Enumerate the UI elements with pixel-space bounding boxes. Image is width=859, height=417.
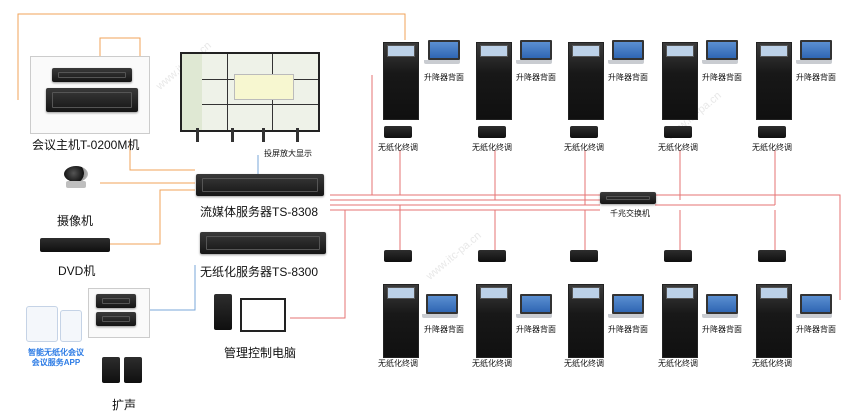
- lifter-back-label: 升降器背面: [796, 325, 836, 334]
- red-right-trunk: [655, 194, 841, 300]
- conference-host-unit-2[interactable]: [46, 88, 138, 112]
- terminal-label: 无纸化终调: [564, 143, 604, 152]
- red-pc-line: [290, 210, 346, 319]
- lifter-back-screen-icon: [706, 40, 738, 60]
- control-pc-tower[interactable]: [214, 294, 232, 330]
- projection-label: 投屏放大显示: [264, 149, 312, 158]
- lift-screen[interactable]: [383, 284, 419, 358]
- paperless-server-unit[interactable]: [200, 232, 326, 254]
- control-pc-monitor[interactable]: [240, 298, 286, 332]
- lifter-back-base: [608, 60, 644, 64]
- paperless-terminal-box[interactable]: [570, 250, 598, 262]
- lift-screen[interactable]: [756, 284, 792, 358]
- lifter-back-label: 升降器背面: [424, 325, 464, 334]
- paperless-terminal-box[interactable]: [384, 126, 412, 138]
- streaming-server-label: 流媒体服务器TS-8308: [200, 205, 319, 219]
- camera-label: 摄像机: [57, 214, 94, 228]
- lift-screen[interactable]: [662, 284, 698, 358]
- blue-app-line: [150, 265, 196, 311]
- lifter-back-screen-icon: [520, 40, 552, 60]
- paperless-terminal-box[interactable]: [570, 126, 598, 138]
- terminal-label: 无纸化终调: [472, 143, 512, 152]
- speaker-label: 扩声: [112, 398, 137, 412]
- streaming-server-unit[interactable]: [196, 174, 324, 196]
- lifter-back-label: 升降器背面: [608, 325, 648, 334]
- phone-app-icon-2[interactable]: [60, 310, 82, 342]
- conference-host-unit[interactable]: [52, 68, 132, 82]
- paperless-terminal-box[interactable]: [758, 126, 786, 138]
- lifter-back-screen-icon: [612, 294, 644, 314]
- lifter-back-screen-icon: [520, 294, 552, 314]
- lifter-back-base: [608, 314, 644, 318]
- control-pc-label: 管理控制电脑: [224, 346, 297, 360]
- audio-amplifier[interactable]: [96, 312, 136, 326]
- terminal-label: 无纸化终调: [472, 359, 512, 368]
- lifter-back-base: [702, 314, 738, 318]
- paperless-terminal-box[interactable]: [758, 250, 786, 262]
- terminal-label: 无纸化终调: [378, 143, 418, 152]
- lift-screen[interactable]: [568, 284, 604, 358]
- lifter-back-label: 升降器背面: [796, 73, 836, 82]
- lifter-back-screen-icon: [426, 294, 458, 314]
- phone-app-icon[interactable]: [26, 306, 58, 342]
- top-terminal-drops: [399, 150, 776, 205]
- lifter-back-screen-icon: [800, 40, 832, 60]
- lift-screen[interactable]: [756, 42, 792, 120]
- paperless-terminal-box[interactable]: [478, 250, 506, 262]
- host-to-server-line: [129, 140, 195, 171]
- audio-mixer[interactable]: [96, 294, 136, 308]
- lifter-back-label: 升降器背面: [424, 73, 464, 82]
- orange-control-loop: [17, 13, 406, 100]
- paperless-terminal-box[interactable]: [384, 250, 412, 262]
- gigabit-switch[interactable]: [600, 192, 656, 204]
- lifter-back-base: [516, 314, 552, 318]
- lifter-back-screen-icon: [428, 40, 460, 60]
- dvd-player-icon[interactable]: [40, 238, 110, 252]
- lifter-back-label: 升降器背面: [608, 73, 648, 82]
- lifter-back-base: [516, 60, 552, 64]
- lifter-back-base: [796, 314, 832, 318]
- lift-screen[interactable]: [383, 42, 419, 120]
- speaker-right-icon[interactable]: [124, 357, 142, 383]
- lifter-back-screen-icon: [800, 294, 832, 314]
- lifter-back-screen-icon: [706, 294, 738, 314]
- lift-screen[interactable]: [476, 284, 512, 358]
- terminal-label: 无纸化终调: [378, 359, 418, 368]
- conference-host-label: 会议主机T-0200M机: [32, 138, 140, 152]
- paperless-server-label: 无纸化服务器TS-8300: [200, 265, 319, 279]
- speaker-left-icon[interactable]: [102, 357, 120, 383]
- lifter-back-label: 升降器背面: [702, 73, 742, 82]
- dvd-line: [110, 189, 195, 245]
- dvd-label: DVD机: [58, 264, 96, 278]
- paperless-terminal-box[interactable]: [664, 126, 692, 138]
- lifter-back-screen-icon: [612, 40, 644, 60]
- app-label: 智能无纸化会议 会议服务APP: [18, 348, 94, 368]
- terminal-label: 无纸化终调: [658, 143, 698, 152]
- video-wall-stand: [186, 128, 310, 144]
- lifter-back-base: [424, 60, 460, 64]
- lifter-back-label: 升降器背面: [516, 325, 556, 334]
- orange-host-link: [99, 37, 141, 70]
- lift-screen[interactable]: [662, 42, 698, 120]
- lift-screen[interactable]: [568, 42, 604, 120]
- paperless-terminal-box[interactable]: [664, 250, 692, 262]
- terminal-label: 无纸化终调: [658, 359, 698, 368]
- paperless-terminal-box[interactable]: [478, 126, 506, 138]
- lift-screen[interactable]: [476, 42, 512, 120]
- lifter-back-label: 升降器背面: [702, 325, 742, 334]
- app-label-text: 智能无纸化会议 会议服务APP: [28, 348, 84, 367]
- terminal-label: 无纸化终调: [752, 143, 792, 152]
- lifter-back-base: [702, 60, 738, 64]
- camera-icon[interactable]: [62, 166, 90, 188]
- video-wall-display[interactable]: [180, 52, 320, 132]
- lifter-back-label: 升降器背面: [516, 73, 556, 82]
- terminal-label: 无纸化终调: [752, 359, 792, 368]
- lifter-back-base: [796, 60, 832, 64]
- lifter-back-base: [422, 314, 458, 318]
- switch-label: 千兆交换机: [610, 209, 650, 218]
- bottom-terminal-drops: [399, 205, 776, 250]
- terminal-label: 无纸化终调: [564, 359, 604, 368]
